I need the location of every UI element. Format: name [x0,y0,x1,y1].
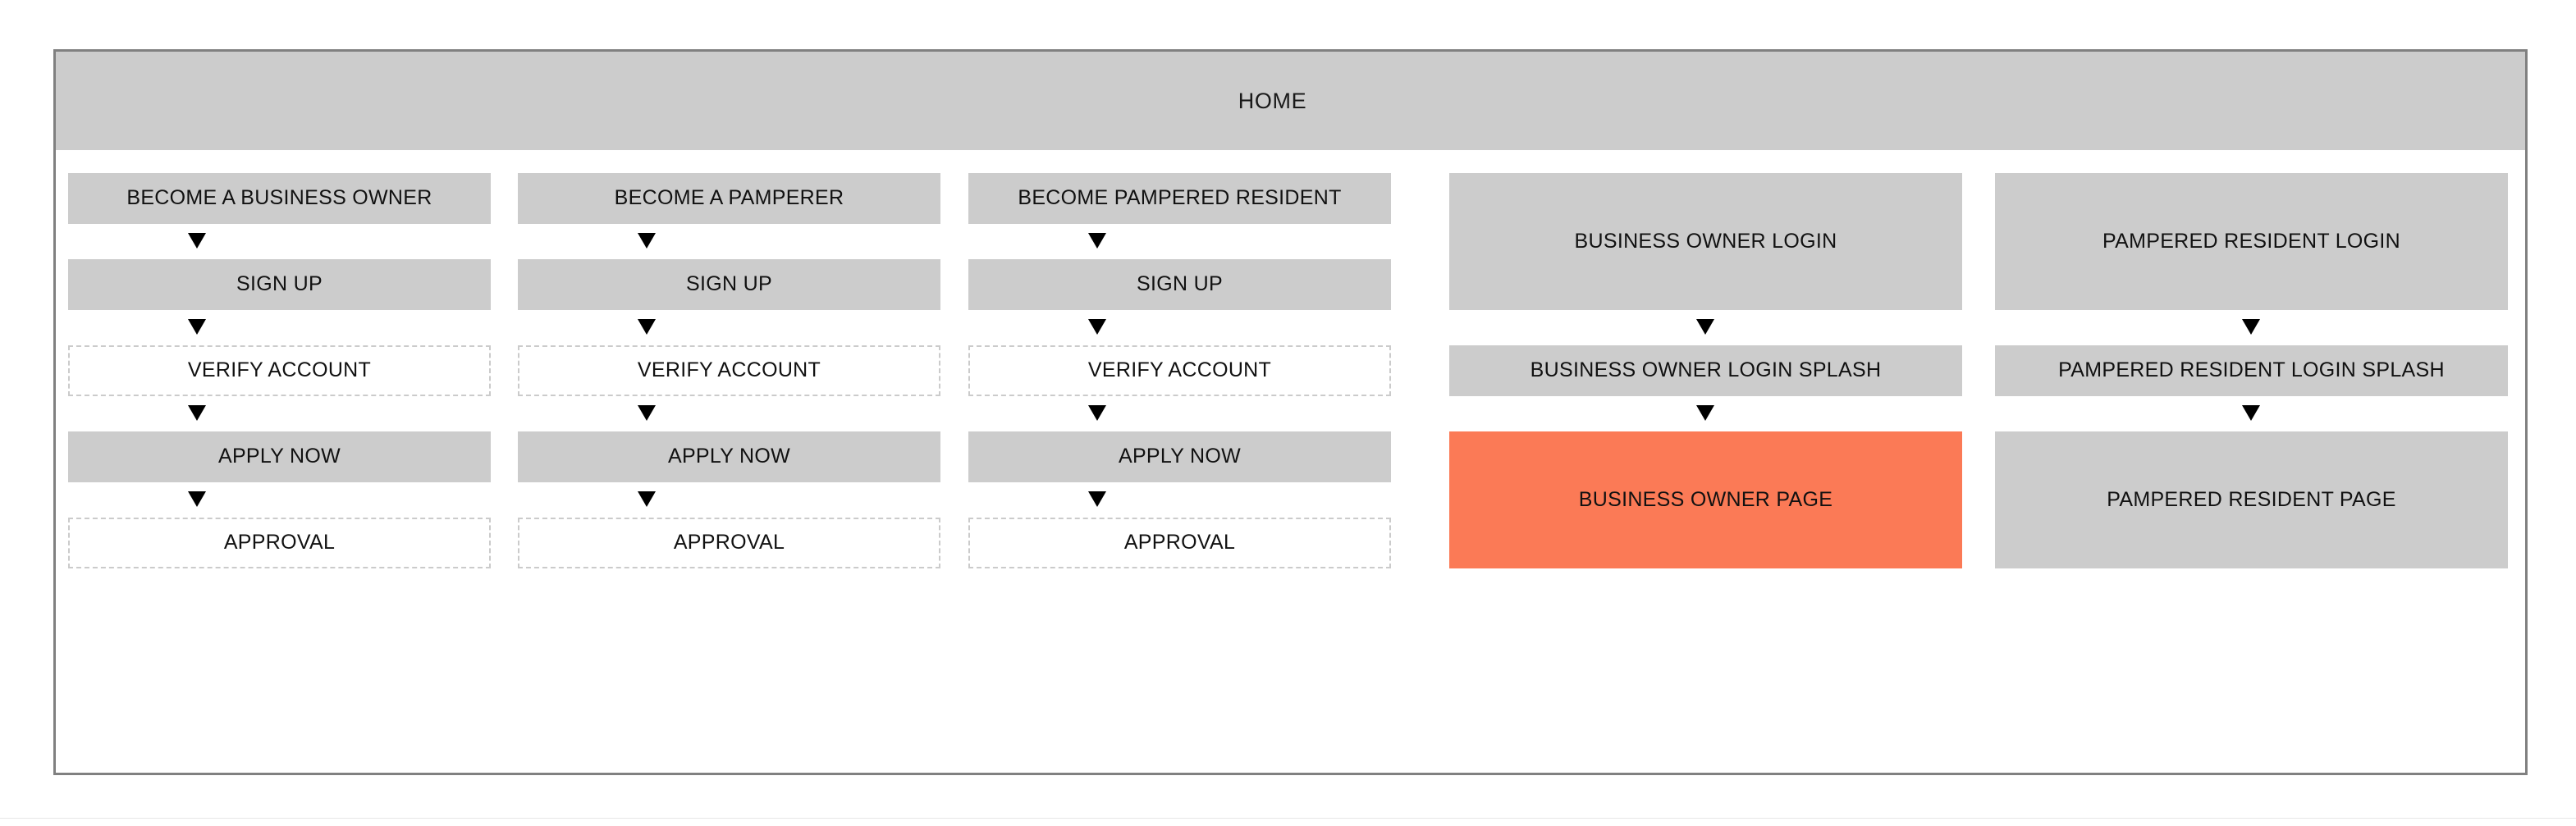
triangle-down-icon [1696,319,1714,335]
node-apply-now-pamperer[interactable]: APPLY NOW [518,431,940,482]
triangle-down-icon [188,491,206,507]
triangle-down-icon [1088,319,1106,335]
node-pampered-resident-login[interactable]: PAMPERED RESIDENT LOGIN [1995,173,2508,310]
node-approval-business-owner[interactable]: APPROVAL [68,518,491,568]
node-label: BECOME A BUSINESS OWNER [126,186,432,210]
triangle-down-icon [188,233,206,249]
triangle-down-icon [2242,319,2260,335]
triangle-down-icon [638,319,656,335]
triangle-down-icon [638,491,656,507]
node-label: APPROVAL [1123,531,1236,554]
home-header-node[interactable]: HOME [56,52,2525,150]
node-approval-pampered-resident[interactable]: APPROVAL [968,518,1391,568]
node-verify-account-pamperer[interactable]: VERIFY ACCOUNT [518,345,940,396]
triangle-down-icon [188,405,206,421]
node-label: SIGN UP [686,272,772,296]
node-pampered-resident-page[interactable]: PAMPERED RESIDENT PAGE [1995,431,2508,568]
node-label: BUSINESS OWNER LOGIN SPLASH [1530,358,1882,382]
triangle-down-icon [1088,405,1106,421]
node-label: APPROVAL [223,531,336,554]
node-label: VERIFY ACCOUNT [187,358,372,382]
node-label: VERIFY ACCOUNT [1087,358,1272,382]
node-label: PAMPERED RESIDENT LOGIN SPLASH [2058,358,2445,382]
node-business-owner-login[interactable]: BUSINESS OWNER LOGIN [1449,173,1962,310]
triangle-down-icon [1088,233,1106,249]
bottom-divider [0,818,2576,819]
home-header-label: HOME [1238,88,1307,113]
node-label: VERIFY ACCOUNT [637,358,821,382]
triangle-down-icon [1696,405,1714,421]
node-label: PAMPERED RESIDENT LOGIN [2102,229,2400,253]
node-pampered-resident-login-splash[interactable]: PAMPERED RESIDENT LOGIN SPLASH [1995,345,2508,396]
node-label: BUSINESS OWNER PAGE [1578,487,1833,511]
node-label: APPLY NOW [217,445,341,468]
node-label: APPROVAL [673,531,785,554]
node-apply-now-pampered-resident[interactable]: APPLY NOW [968,431,1391,482]
triangle-down-icon [2242,405,2260,421]
node-business-owner-page[interactable]: BUSINESS OWNER PAGE [1449,431,1962,568]
node-approval-pamperer[interactable]: APPROVAL [518,518,940,568]
node-label: APPLY NOW [667,445,791,468]
diagram-frame: HOME BECOME A BUSINESS OWNER SIGN UP VER… [53,49,2528,775]
node-sign-up-business-owner[interactable]: SIGN UP [68,259,491,310]
triangle-down-icon [638,233,656,249]
node-business-owner-login-splash[interactable]: BUSINESS OWNER LOGIN SPLASH [1449,345,1962,396]
node-label: BECOME PAMPERED RESIDENT [1018,186,1342,210]
node-become-pampered-resident[interactable]: BECOME PAMPERED RESIDENT [968,173,1391,224]
node-verify-account-pampered-resident[interactable]: VERIFY ACCOUNT [968,345,1391,396]
node-label: APPLY NOW [1118,445,1242,468]
triangle-down-icon [188,319,206,335]
node-label: BECOME A PAMPERER [614,186,844,210]
node-label: SIGN UP [236,272,323,296]
node-sign-up-pamperer[interactable]: SIGN UP [518,259,940,310]
triangle-down-icon [638,405,656,421]
node-apply-now-business-owner[interactable]: APPLY NOW [68,431,491,482]
node-label: BUSINESS OWNER LOGIN [1574,229,1837,253]
triangle-down-icon [1088,491,1106,507]
node-label: PAMPERED RESIDENT PAGE [2107,487,2396,511]
node-become-a-business-owner[interactable]: BECOME A BUSINESS OWNER [68,173,491,224]
node-label: SIGN UP [1137,272,1223,296]
node-sign-up-pampered-resident[interactable]: SIGN UP [968,259,1391,310]
node-verify-account-business-owner[interactable]: VERIFY ACCOUNT [68,345,491,396]
node-become-a-pamperer[interactable]: BECOME A PAMPERER [518,173,940,224]
